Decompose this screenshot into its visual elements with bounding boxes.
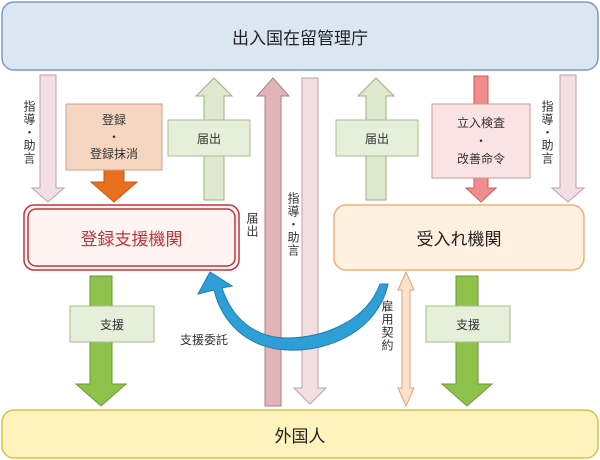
guidance-center-label: 指導・助言 [286,192,300,257]
registration-arrow [89,169,139,203]
support-commission-label: 支援委託 [180,333,229,347]
notification-left-box [167,119,251,157]
notification-center-arrow [255,77,291,407]
support-left-box [69,305,155,343]
immigration-agency-bar [1,1,599,71]
registration-label: 登録 ・ 登録抹消 [66,104,162,170]
notification-right-box [335,119,419,157]
notification-left-label: 届出 [196,131,221,146]
host-org-title: 受入れ機関 [416,230,502,250]
inspection-box [431,103,531,179]
registered-support-org-box [23,204,240,271]
guidance-right-label: 指導・助言 [540,100,554,165]
guidance-right-arrow [550,74,586,203]
registered-support-org-title: 登録支援機関 [80,230,183,250]
support-commission-arrow [197,271,389,351]
registration-line2: ・ [107,129,120,144]
registration-line1: 登録 [101,112,126,127]
guidance-left-label: 指導・助言 [22,100,36,165]
registration-line3: 登録抹消 [89,146,138,161]
notification-right-label: 届出 [364,131,389,146]
support-left-label: 支援 [99,317,124,332]
support-right-box [425,305,511,343]
inspection-line2: ・ [474,134,487,148]
foreigner-bar [1,409,599,459]
support-right-label: 支援 [455,317,480,332]
inspection-label: 立入検査 ・ 改善命令 [432,104,530,178]
foreigner-title: 外国人 [274,426,326,447]
notification-center-label: 届出 [245,212,259,238]
registration-box [65,103,163,171]
immigration-agency-title: 出入国在留管理庁 [232,28,368,49]
guidance-left-arrow [30,74,66,203]
inspection-line3: 改善命令 [456,152,505,166]
employment-contract-arrow [397,270,415,408]
host-org-box [333,204,585,271]
employment-contract-label: 雇用契約 [380,300,394,352]
guidance-center-arrow [292,77,328,405]
inspection-line1: 立入検査 [456,116,505,130]
